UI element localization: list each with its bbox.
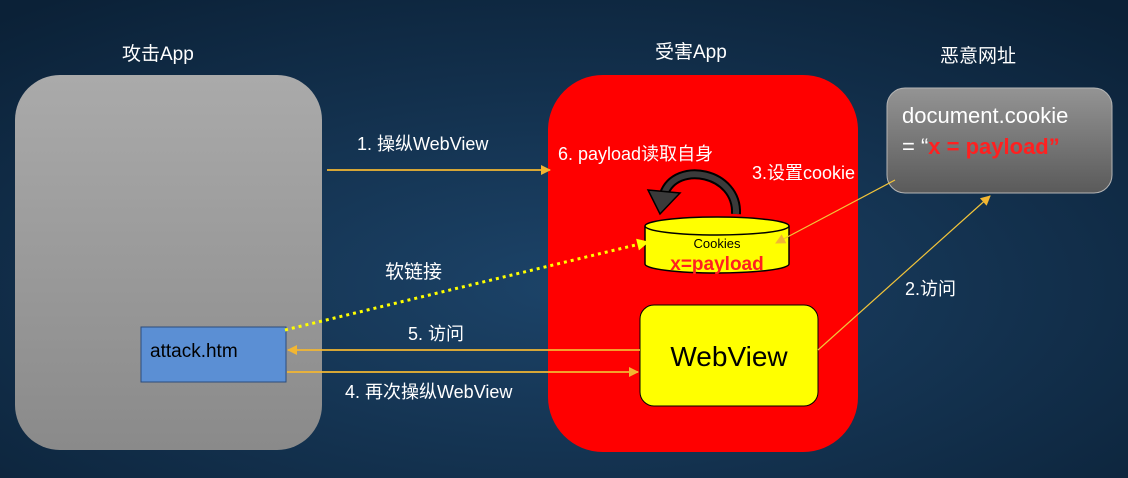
cookie-store-cylinder: Cookies x=payload (644, 216, 790, 275)
step2-arrow (817, 195, 991, 351)
cookies-title: Cookies (694, 236, 741, 251)
attack-app-title: 攻击App (122, 43, 194, 65)
step4-label: 4. 再次操纵WebView (345, 382, 513, 402)
cookies-value: x=payload (670, 254, 763, 275)
malicious-url-title: 恶意网址 (940, 45, 1016, 67)
victim-app-title: 受害App (655, 41, 727, 63)
attack-app-container (15, 75, 322, 450)
softlink-label: 软链接 (385, 261, 442, 283)
malicious-url-box: document.cookie = “x = payload” (886, 87, 1113, 194)
malicious-cookie-payload: x = payload” (928, 134, 1059, 159)
self-read-curved-arrow-icon (646, 169, 742, 216)
step6-label: 6. payload读取自身 (558, 144, 713, 164)
attack-file-box: attack.htm (140, 326, 287, 383)
malicious-cookie-line: document.cookie (902, 103, 1068, 128)
webview-label: WebView (670, 341, 788, 372)
step1-label: 1. 操纵WebView (357, 134, 489, 154)
malicious-cookie-value-line: = “x = payload” (902, 134, 1060, 159)
malicious-cookie-prefix: = “ (902, 134, 928, 159)
step3-arrow (775, 179, 896, 244)
step2-label: 2.访问 (905, 279, 956, 299)
attack-file-label: attack.htm (150, 341, 238, 362)
step3-label: 3.设置cookie (752, 163, 855, 183)
step5-label: 5. 访问 (408, 324, 464, 344)
webview-box: WebView (639, 304, 819, 407)
